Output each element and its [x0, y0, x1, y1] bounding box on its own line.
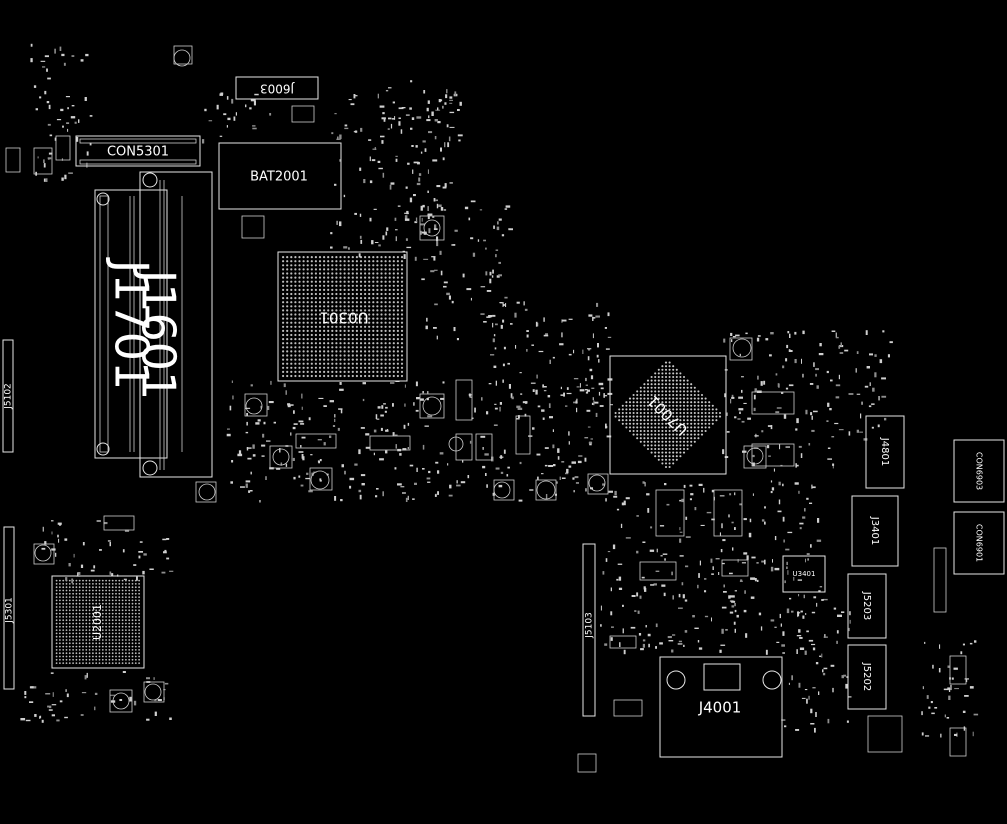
bga-u0301[interactable] [282, 256, 404, 378]
chip-u0301[interactable]: U0301 [277, 251, 408, 382]
chip-u2001[interactable]: U2001 [51, 575, 145, 669]
label-j3401: J3401 [869, 516, 880, 545]
connector-j6003[interactable]: J6003 [235, 76, 319, 100]
connector-j5203[interactable]: J5203 [847, 573, 887, 639]
label-j5103: J5103 [585, 612, 595, 639]
bga-u2001[interactable] [55, 579, 141, 664]
label-u3401: U3401 [793, 570, 816, 578]
label-bat2001: BAT2001 [250, 170, 308, 185]
bga-u7001[interactable] [614, 361, 722, 469]
label-j5102: J5102 [4, 383, 14, 410]
label-con5301: CON5301 [107, 145, 169, 160]
label-j5202: J5202 [861, 662, 872, 691]
small-components [5, 43, 979, 773]
label-u0301: U0301 [319, 309, 368, 327]
label-j1701: J1701 [105, 257, 159, 391]
chip-u3401[interactable]: U3401 [782, 555, 826, 593]
connector-j5102[interactable]: J5102 [2, 339, 14, 453]
label-j6003: J6003 [260, 82, 295, 96]
connector-j3401[interactable]: J3401 [851, 495, 899, 567]
dimm-socket-j1601[interactable] [139, 171, 213, 478]
dimm-socket-j1701[interactable] [94, 189, 168, 459]
connector-con6903[interactable]: CON6903 [953, 439, 1005, 503]
label-j4001: J4001 [698, 699, 742, 717]
connector-j5202[interactable]: J5202 [847, 644, 887, 710]
label-u2001: U2001 [91, 604, 104, 640]
connector-con6901[interactable]: CON6901 [953, 511, 1005, 575]
connector-j5103[interactable]: J5103 [582, 543, 596, 717]
label-j5203: J5203 [861, 591, 872, 620]
label-j5301: J5301 [5, 597, 15, 624]
connector-j4001[interactable]: J4001 [659, 656, 783, 758]
label-j4801: J4801 [879, 437, 890, 466]
connector-con5301[interactable]: CON5301 [75, 135, 201, 167]
connector-j4801[interactable]: J4801 [865, 415, 905, 489]
label-con6903: CON6903 [975, 452, 984, 490]
battery-bat2001[interactable]: BAT2001 [218, 142, 342, 210]
label-j1601: J1601 [132, 267, 186, 401]
connector-j5301[interactable]: J5301 [3, 526, 15, 690]
label-con6901: CON6901 [975, 524, 984, 562]
